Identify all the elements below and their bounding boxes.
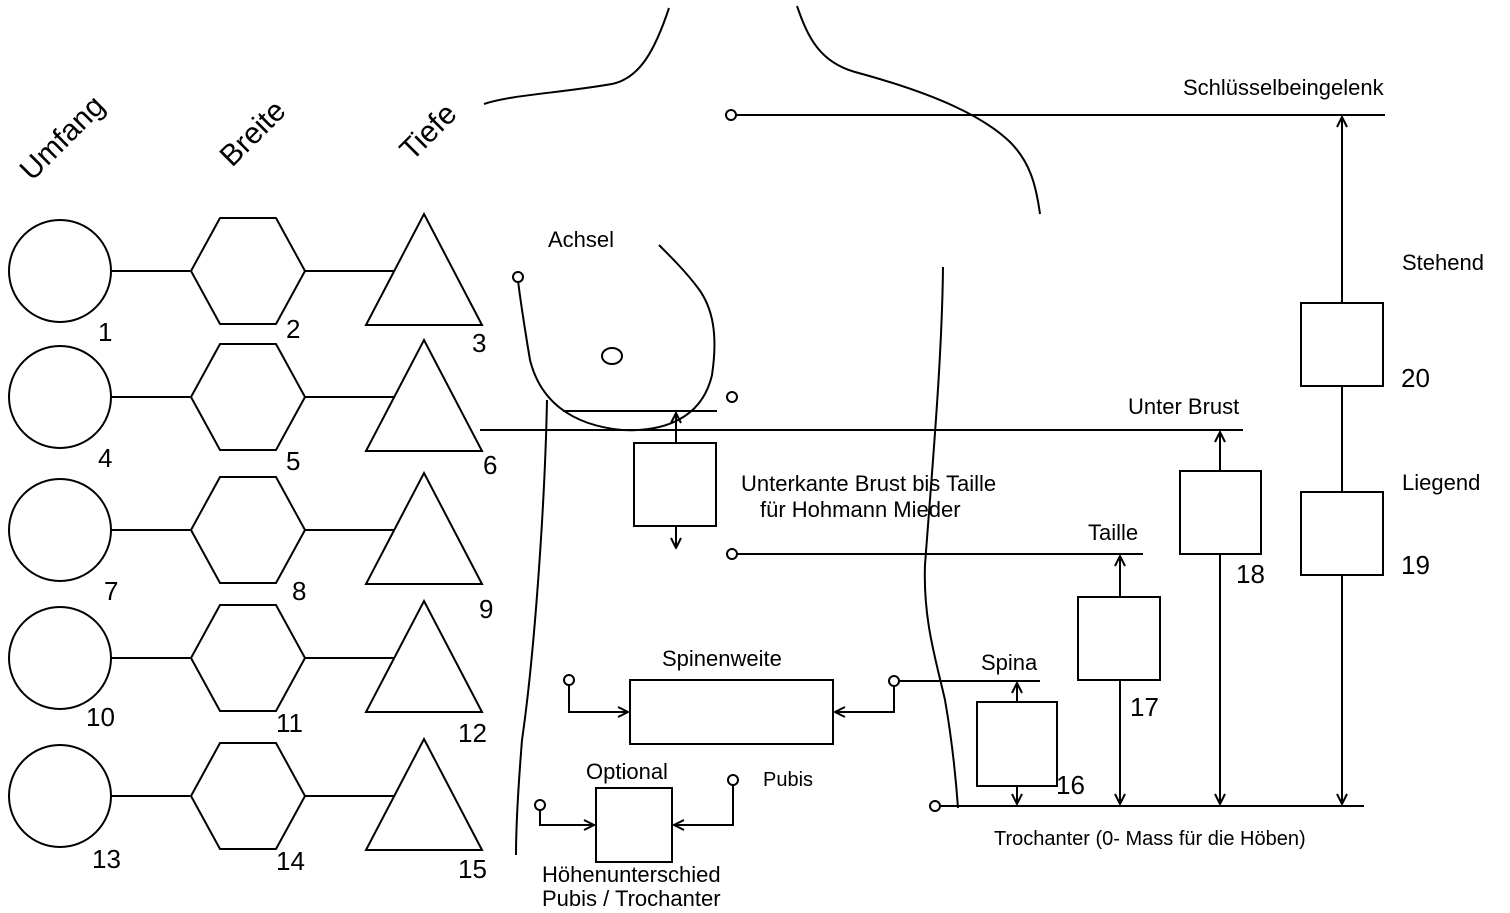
left-torso-outline — [515, 399, 548, 856]
hoehen-arrow-right — [674, 785, 734, 825]
measure-number: 9 — [479, 594, 493, 624]
spinenweite-arrow-right — [835, 686, 895, 712]
m16-box — [976, 701, 1058, 787]
measure-number: 11 — [276, 708, 303, 738]
spina-right-point — [888, 675, 900, 687]
m18-number: 18 — [1236, 559, 1265, 589]
umfang-circle — [8, 606, 112, 710]
clavicle-label: Schlüsselbeingelenk — [1183, 75, 1385, 100]
neck-left-outline — [483, 7, 670, 105]
clavicle-point — [725, 109, 737, 121]
measure-number: 13 — [92, 844, 121, 874]
breast-outline — [516, 244, 716, 432]
tiefe-triangle — [364, 736, 484, 851]
hoehen-arrow-left — [539, 810, 594, 825]
breite-hexagon — [189, 476, 307, 584]
pubis-label: Pubis — [763, 769, 813, 791]
measure-number: 6 — [483, 450, 497, 480]
tiefe-triangle — [364, 211, 484, 326]
hoehen-label-2: Pubis / Trochanter — [542, 886, 721, 911]
measure-row: 13 14 15 — [8, 736, 487, 884]
tiefe-triangle — [364, 598, 484, 713]
nipple — [601, 347, 623, 365]
breite-hexagon — [189, 217, 307, 325]
pubis-point — [727, 774, 739, 786]
breite-hexagon — [189, 343, 307, 451]
measure-row: 7 8 9 — [8, 470, 493, 624]
tiefe-triangle — [364, 470, 484, 585]
trochanter-left-point — [534, 799, 546, 811]
measure-number: 4 — [98, 443, 112, 473]
measure-row: 10 11 12 — [8, 598, 487, 748]
m19-number: 19 — [1401, 550, 1430, 580]
hoehen-label-1: Höhenunterschied — [542, 862, 721, 887]
m20-number: 20 — [1401, 363, 1430, 393]
underbust-label: Unter Brust — [1128, 394, 1239, 419]
m17-box — [1077, 596, 1161, 681]
umfang-circle — [8, 478, 112, 582]
measure-number: 2 — [286, 314, 300, 344]
taille-point — [726, 548, 738, 560]
umfang-circle — [8, 744, 112, 848]
trochanter-point — [929, 800, 941, 812]
unterkante-box — [633, 442, 717, 527]
measure-number: 1 — [98, 317, 112, 347]
measure-row: 1 2 3 — [8, 211, 486, 358]
measure-number: 8 — [292, 576, 306, 606]
stehend-label: Stehend — [1402, 250, 1484, 275]
m18-box — [1179, 470, 1262, 555]
unterkante-label-2: für Hohmann Mieder — [760, 497, 961, 522]
unterkante-label-1: Unterkante Brust bis Taille — [741, 471, 996, 496]
spinenweite-label: Spinenweite — [662, 646, 782, 671]
m20-box — [1300, 302, 1384, 387]
breite-hexagon — [189, 604, 307, 712]
measure-number: 15 — [458, 854, 487, 884]
spina-left-point — [563, 674, 575, 686]
spina-label: Spina — [981, 650, 1038, 675]
achsel-point — [512, 271, 524, 283]
right-torso-outline — [923, 266, 959, 809]
tiefe-triangle — [364, 337, 484, 452]
header-breite: Breite — [214, 94, 293, 173]
taille-label: Taille — [1088, 520, 1138, 545]
m17-number: 17 — [1130, 692, 1159, 722]
optional-label: Optional — [586, 759, 668, 784]
measure-row: 4 5 6 — [8, 337, 497, 480]
header-umfang: Umfang — [14, 89, 112, 187]
measure-number: 7 — [104, 576, 118, 606]
measure-number: 14 — [276, 846, 305, 876]
spinenweite-box — [629, 679, 834, 745]
breite-hexagon — [189, 742, 307, 850]
achsel-label: Achsel — [548, 227, 614, 252]
measure-number: 5 — [286, 446, 300, 476]
umfang-circle — [8, 219, 112, 323]
measure-number: 3 — [472, 328, 486, 358]
header-tiefe: Tiefe — [394, 97, 464, 167]
hoehenunterschied-box — [595, 787, 673, 863]
neck-right-outline — [796, 5, 1041, 215]
liegend-label: Liegend — [1402, 470, 1480, 495]
breast-point — [726, 391, 738, 403]
body-outline — [483, 5, 1041, 856]
m19-box — [1300, 491, 1384, 576]
measure-number: 12 — [458, 718, 487, 748]
m16-number: 16 — [1056, 770, 1085, 800]
trochanter-label: Trochanter (0- Mass für die Höben) — [994, 828, 1306, 850]
umfang-circle — [8, 345, 112, 449]
spinenweite-arrow-left — [568, 685, 628, 712]
measure-number: 10 — [86, 702, 115, 732]
